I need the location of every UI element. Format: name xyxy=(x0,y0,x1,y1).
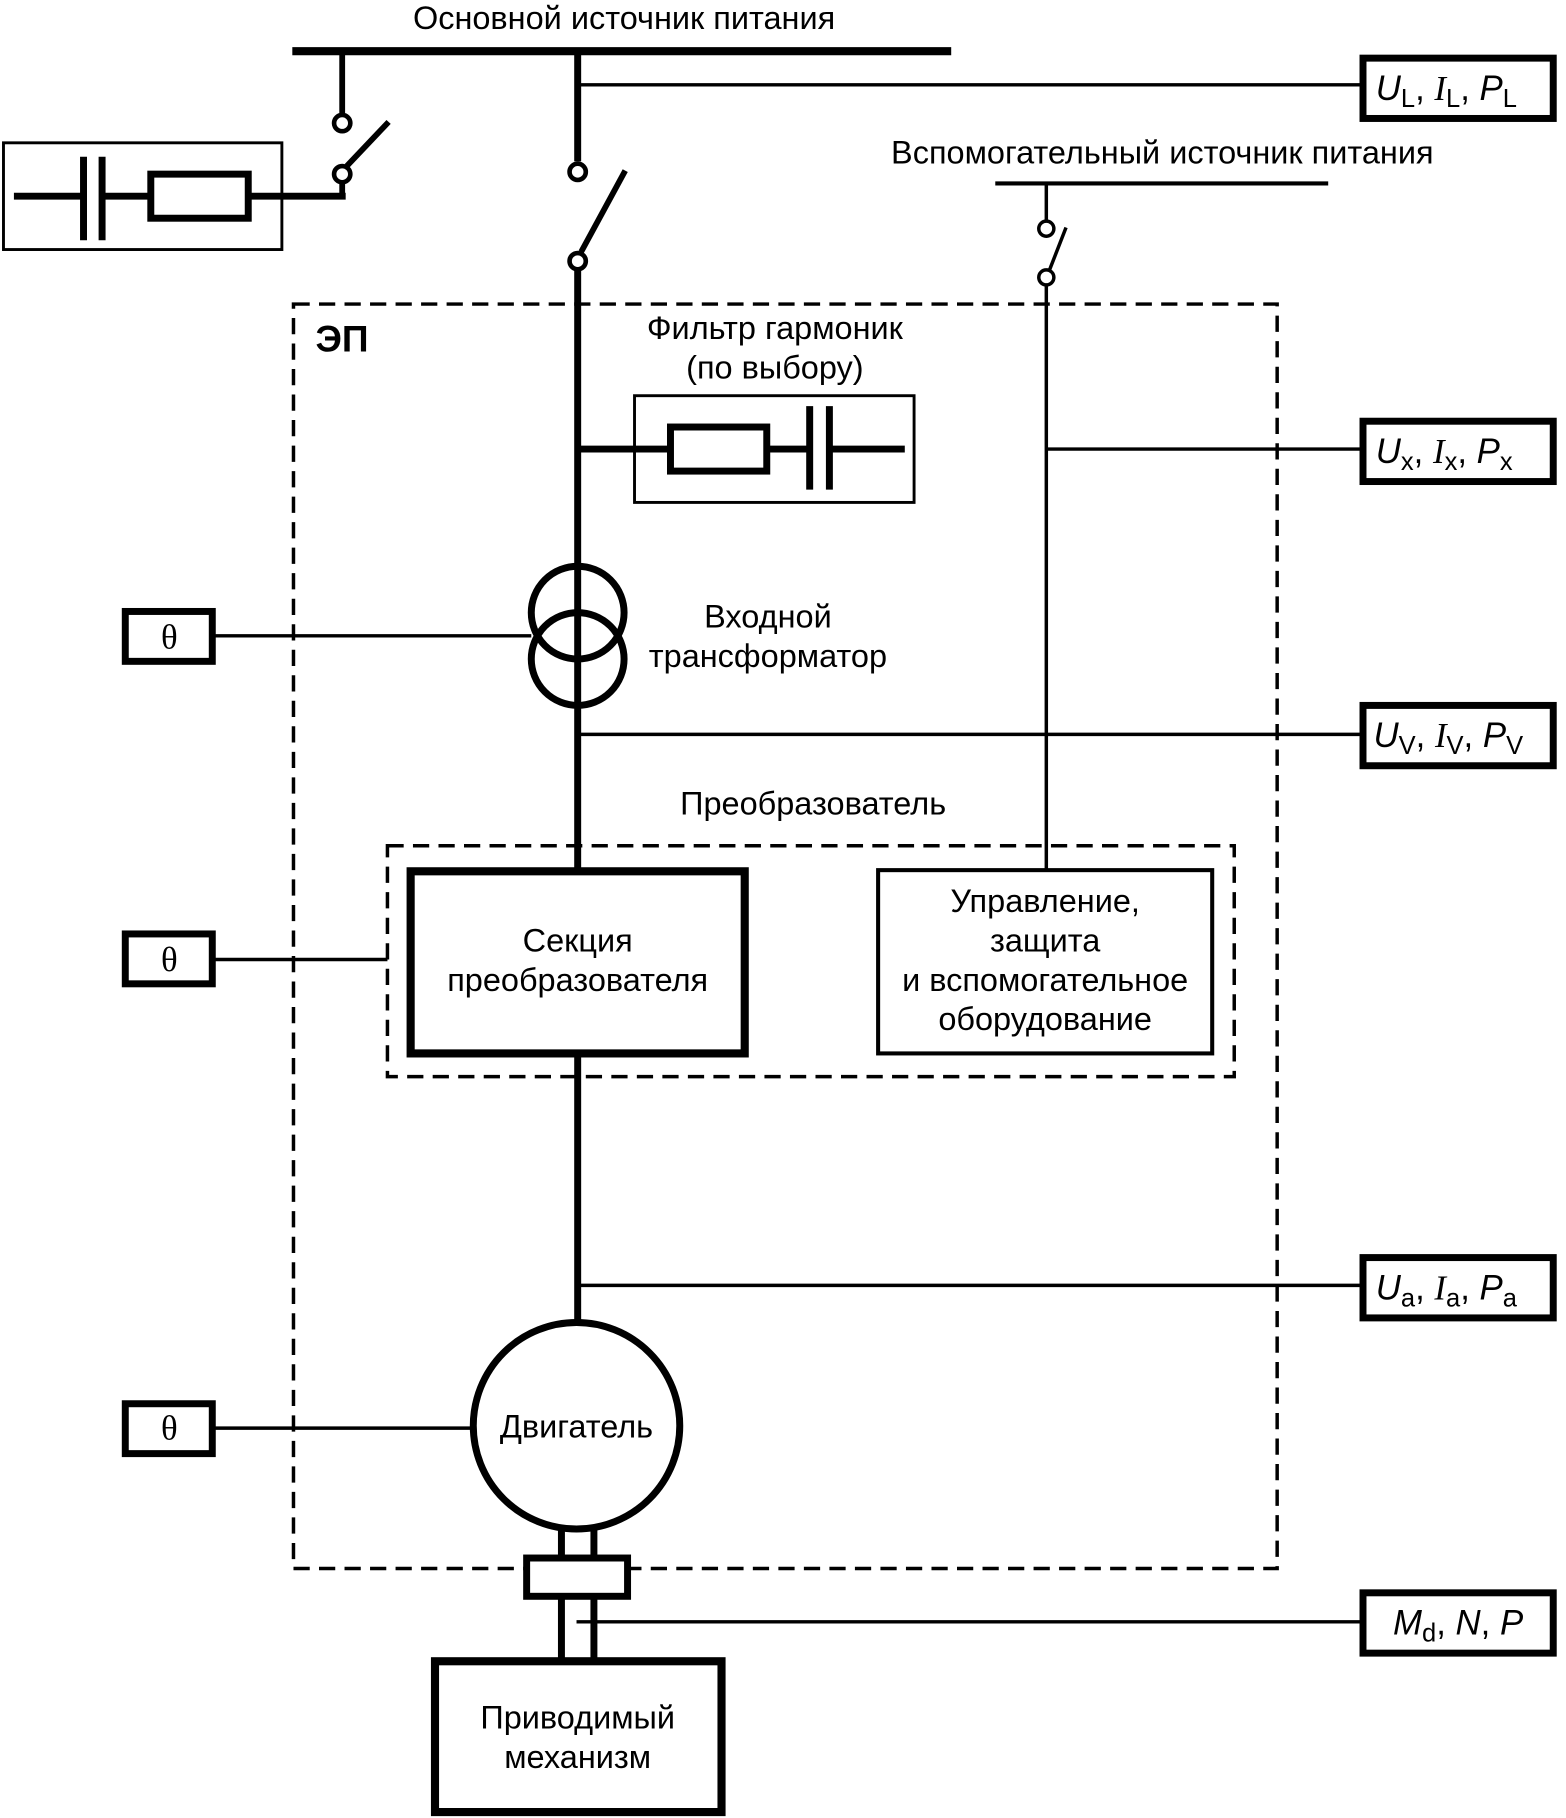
converter-section-box: Секция преобразователя xyxy=(406,867,749,1058)
aux-supply-label: Вспомогательный источник питания xyxy=(891,135,1434,171)
svg-text:θ: θ xyxy=(161,940,178,979)
harmonic-filter xyxy=(577,394,916,504)
measurement-box-x: Ux, Ix, Px xyxy=(1359,417,1557,486)
svg-text:преобразователя: преобразователя xyxy=(447,962,708,998)
measurement-box-a: Ua, Ia, Pa xyxy=(1359,1254,1557,1322)
svg-text:UL, IL, PL: UL, IL, PL xyxy=(1376,69,1517,113)
converter-label: Преобразователь xyxy=(680,785,946,821)
motor-icon: Двигатель xyxy=(469,1319,684,1533)
switch-contact-icon xyxy=(1037,268,1056,287)
transformer-icon xyxy=(527,562,628,709)
transformer-label-sub: трансформатор xyxy=(649,638,887,674)
svg-text:механизм: механизм xyxy=(504,1739,651,1775)
driven-mechanism-box: Приводимый механизм xyxy=(430,1657,726,1817)
measurement-box-V: UV, IV, PV xyxy=(1359,701,1557,770)
resistor-icon xyxy=(667,423,771,475)
converter-boundary xyxy=(385,844,1236,1079)
switch-blade-icon xyxy=(344,119,391,169)
svg-text:θ: θ xyxy=(161,1409,178,1448)
transformer-label: Входной xyxy=(704,599,832,635)
svg-text:Управление,: Управление, xyxy=(950,883,1140,919)
svg-text:оборудование: оборудование xyxy=(938,1001,1152,1037)
ep-label: ЭП xyxy=(316,318,369,360)
svg-text:θ: θ xyxy=(161,618,178,657)
compensator-branch xyxy=(2,51,391,251)
switch-contact-icon xyxy=(567,161,589,183)
coupling-icon xyxy=(523,1554,632,1600)
switch-contact-icon xyxy=(331,163,353,185)
measurement-box-mech: Md, N, P xyxy=(1359,1589,1557,1657)
filter-label: Фильтр гармоник xyxy=(647,310,904,346)
svg-text:Приводимый: Приводимый xyxy=(480,1700,675,1736)
svg-text:UV, IV, PV: UV, IV, PV xyxy=(1373,716,1523,760)
filter-label-sub: (по выбору) xyxy=(686,349,863,385)
switch-blade-icon xyxy=(578,169,628,254)
svg-text:и вспомогательное: и вспомогательное xyxy=(902,962,1188,998)
ep-boundary xyxy=(291,302,1279,1571)
switch-contact-icon xyxy=(331,112,353,134)
switch-blade-icon xyxy=(1048,226,1068,270)
svg-text:Md, N, P: Md, N, P xyxy=(1393,1604,1523,1648)
switch-contact-icon xyxy=(1037,219,1056,238)
temperature-box-1: θ xyxy=(121,607,216,665)
main-supply-label: Основной источник питания xyxy=(413,0,835,36)
svg-text:защита: защита xyxy=(990,922,1101,958)
resistor-icon xyxy=(147,170,252,222)
temperature-box-3: θ xyxy=(121,1400,216,1458)
control-protection-box: Управление, защита и вспомогательное обо… xyxy=(876,868,1215,1056)
switch-contact-icon xyxy=(567,250,589,272)
temperature-box-2: θ xyxy=(121,930,216,988)
svg-text:Ua, Ia, Pa: Ua, Ia, Pa xyxy=(1376,1268,1518,1312)
svg-text:Секция: Секция xyxy=(523,922,633,958)
svg-text:Ux, Ix, Px: Ux, Ix, Px xyxy=(1376,432,1513,476)
measurement-box-L: UL, IL, PL xyxy=(1359,54,1557,122)
motor-label: Двигатель xyxy=(500,1408,653,1444)
